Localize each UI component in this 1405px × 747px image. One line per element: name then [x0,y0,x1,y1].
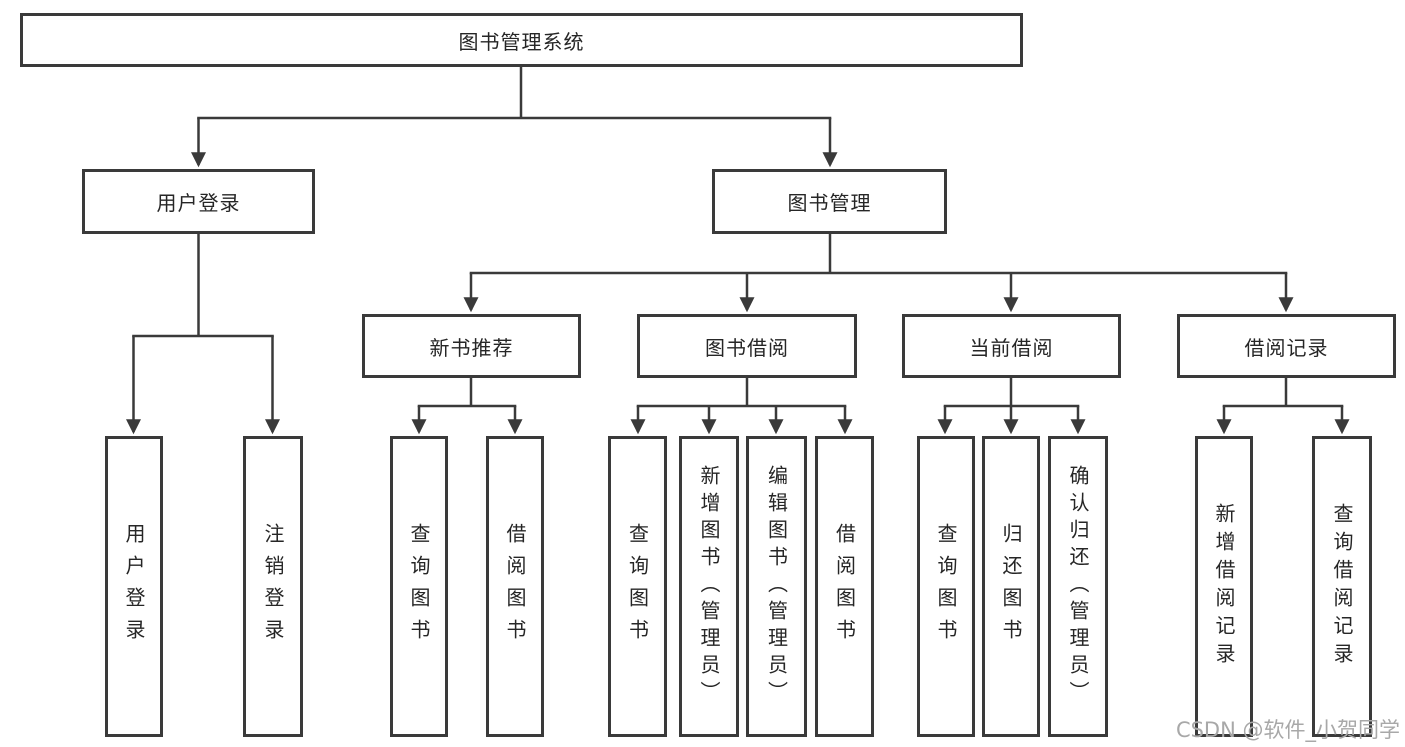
node-label: 新增借阅记录 [1212,502,1236,671]
leaf-add-borrow-record: 新增借阅记录 [1195,436,1253,737]
leaf-query-books-borrowing: 查询图书 [608,436,667,737]
node-label: 新书推荐 [429,335,514,360]
csdn-watermark: CSDN @软件_小贺同学 [1175,718,1400,742]
leaf-user-login: 用户登录 [105,436,163,737]
node-label: 图书借阅 [705,335,789,360]
node-label: 查询借阅记录 [1330,502,1354,671]
node-label: 注销登录 [261,522,285,651]
leaf-query-borrow-record: 查询借阅记录 [1312,436,1372,737]
node-label: 用户登录 [122,522,146,651]
node-borrowing-records: 借阅记录 [1177,314,1396,378]
node-library-system: 图书管理系统 [20,13,1023,67]
leaf-borrow-books-borrowing: 借阅图书 [815,436,874,737]
node-label: 图书管理 [787,191,872,215]
node-label: 借阅图书 [503,522,527,651]
node-label: 当前借阅 [969,335,1054,360]
node-label: 新增图书（管理员） [697,465,721,708]
leaf-confirm-return-admin: 确认归还（管理员） [1048,436,1108,737]
node-label: 图书管理系统 [458,29,585,54]
node-new-book-recommendation: 新书推荐 [362,314,581,378]
node-label: 确认归还（管理员） [1066,465,1090,708]
leaf-edit-book-admin: 编辑图书（管理员） [746,436,807,737]
node-book-borrowing: 图书借阅 [637,314,857,378]
node-label: 查询图书 [934,522,958,651]
leaf-add-book-admin: 新增图书（管理员） [679,436,739,737]
leaf-query-books-recommend: 查询图书 [390,436,448,737]
node-book-management: 图书管理 [712,169,947,234]
leaf-logout: 注销登录 [243,436,303,737]
connector-arrows [126,118,1350,435]
node-label: 查询图书 [407,522,431,651]
node-label: 查询图书 [625,522,650,651]
leaf-borrow-books-recommend: 借阅图书 [486,436,544,737]
node-user-login: 用户登录 [82,169,315,234]
node-current-borrowing: 当前借阅 [902,314,1121,378]
node-label: 编辑图书（管理员） [764,465,789,708]
node-label: 用户登录 [156,191,241,215]
leaf-query-books-current: 查询图书 [917,436,975,737]
node-label: 借阅记录 [1244,335,1329,360]
leaf-return-books: 归还图书 [982,436,1040,737]
node-label: 借阅图书 [832,522,857,651]
node-label: 归还图书 [999,522,1023,651]
